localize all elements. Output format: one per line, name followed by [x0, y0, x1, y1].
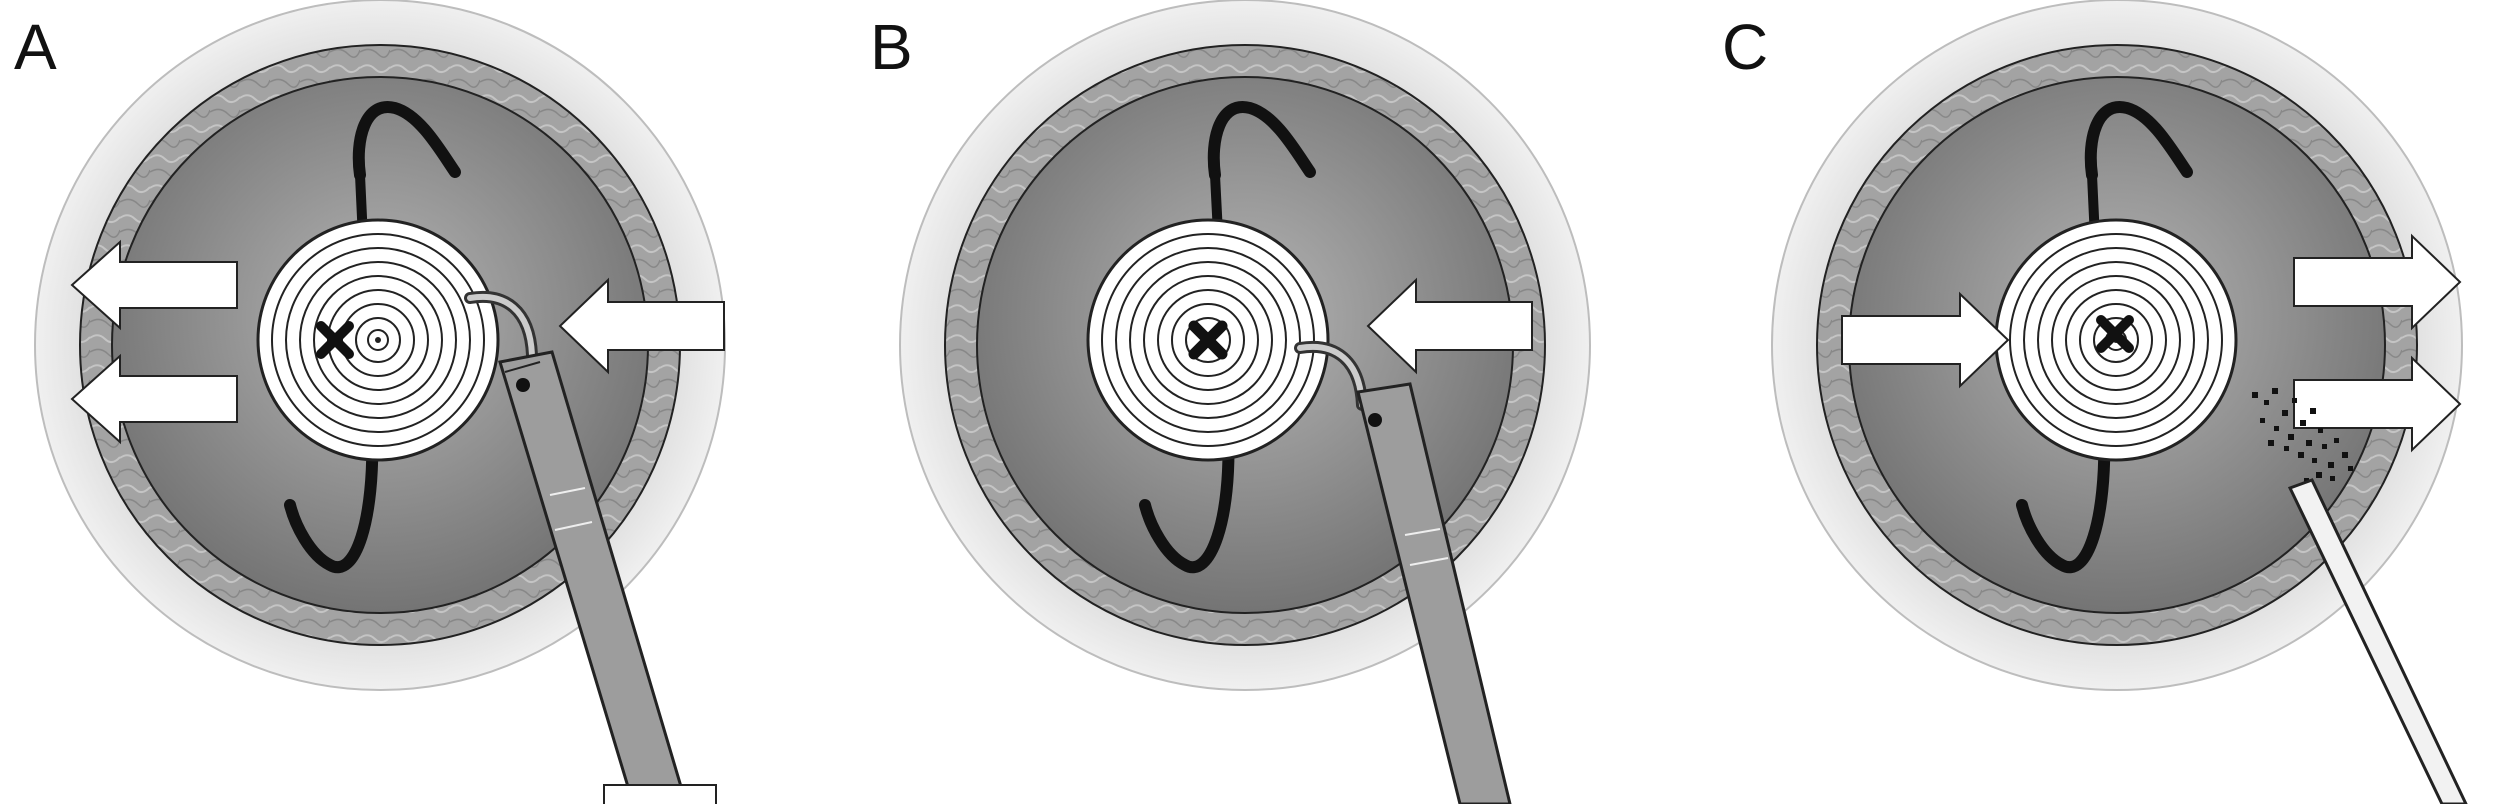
cross-mark-icon [316, 321, 354, 359]
panel-b-diagram [899, 0, 1591, 804]
haptic-bottom [2016, 424, 2111, 574]
arrow-left-icon [1366, 277, 1533, 375]
arrow-left-icon [70, 239, 238, 445]
cross-mark-icon [2096, 315, 2134, 353]
panel-c-diagram [1771, 0, 2468, 804]
panel-a-diagram [34, 0, 726, 804]
panel-label-c: C [1722, 11, 1769, 83]
haptic-top [2084, 101, 2193, 181]
hook-instrument-icon [1294, 340, 1512, 804]
haptic-bottom [284, 424, 379, 574]
haptic-bottom [1139, 424, 1235, 574]
needle-instrument-icon [2287, 478, 2468, 804]
panel-label-b: B [870, 11, 913, 83]
debris-particles [2252, 388, 2353, 483]
cross-mark-icon [1188, 320, 1228, 360]
arrow-left-icon [558, 277, 725, 375]
arrow-right-icon [2293, 233, 2462, 453]
arrow-right-icon [1841, 291, 2010, 389]
panel-label-a: A [14, 11, 57, 83]
hook-instrument-icon [464, 290, 717, 804]
haptic-top [352, 101, 461, 181]
lens-rings [256, 218, 500, 462]
haptic-top [1207, 101, 1316, 181]
